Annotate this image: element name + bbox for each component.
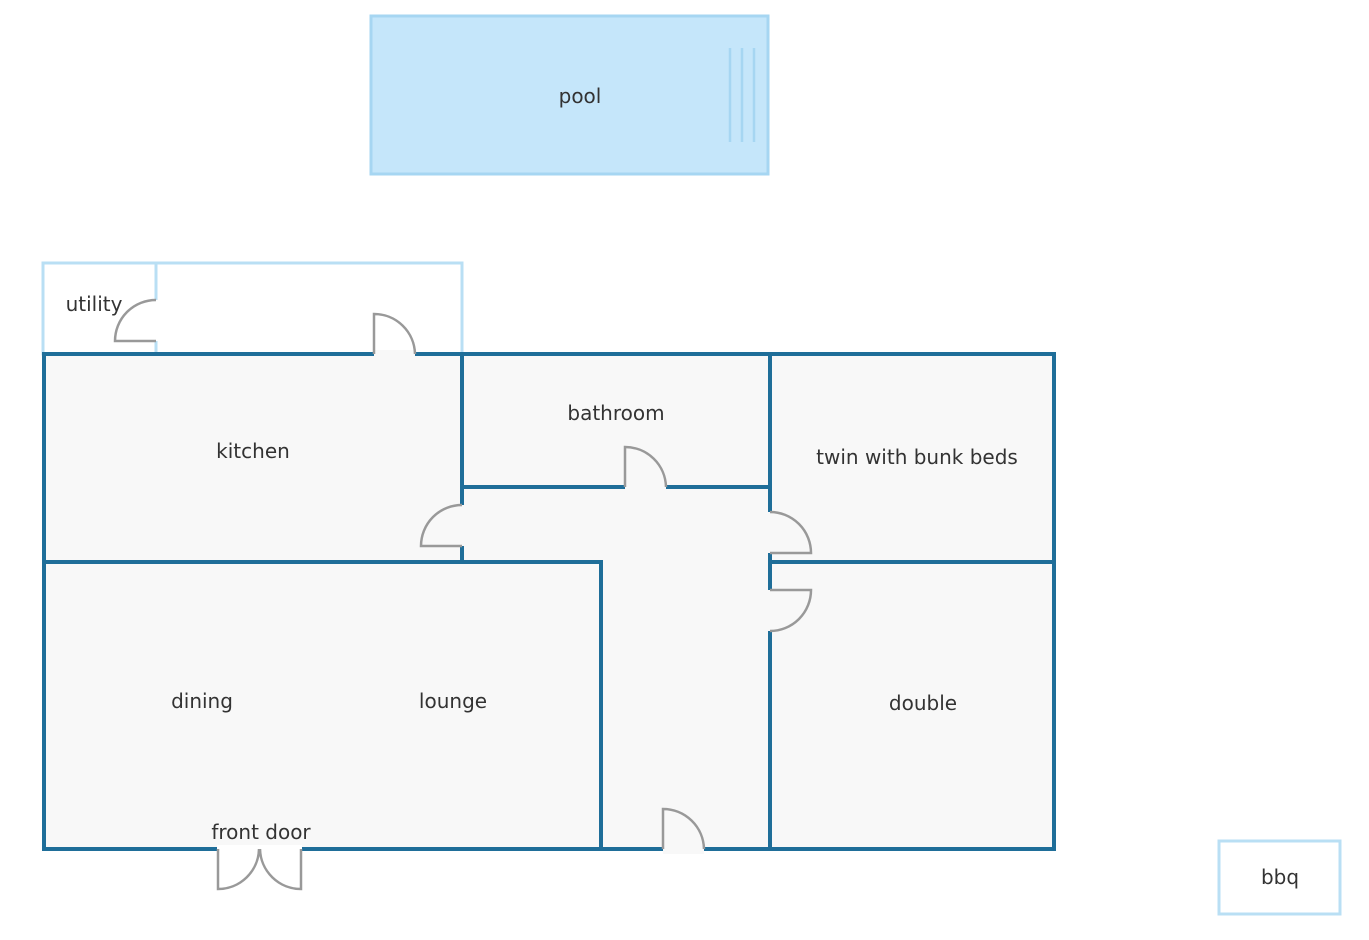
utility-annex: utility xyxy=(41,261,464,356)
utility-door xyxy=(113,298,157,343)
bbq: bbq xyxy=(1217,839,1342,916)
front-door-left xyxy=(216,848,261,891)
room-labels: kitchen bathroom twin with bunk beds din… xyxy=(171,401,1018,844)
door-swings xyxy=(113,298,813,891)
twin-door xyxy=(769,510,813,555)
pool: pool xyxy=(369,14,770,176)
lounge-label: lounge xyxy=(419,689,487,713)
utility-label: utility xyxy=(66,292,123,316)
house-floor xyxy=(44,355,1054,849)
pool-label: pool xyxy=(559,84,602,108)
dining-label: dining xyxy=(171,689,233,713)
double-label: double xyxy=(889,691,957,715)
bathroom-label: bathroom xyxy=(567,401,664,425)
bbq-label: bbq xyxy=(1261,865,1299,889)
hall-door xyxy=(661,807,706,850)
twin-label: twin with bunk beds xyxy=(816,445,1018,469)
bathroom-door xyxy=(623,445,668,488)
kitchen-back-door xyxy=(372,312,417,355)
front-door-right xyxy=(258,848,303,891)
front-door-label: front door xyxy=(211,820,311,844)
double-door xyxy=(769,588,813,633)
kitchen-label: kitchen xyxy=(216,439,290,463)
kitchen-door xyxy=(419,503,463,548)
